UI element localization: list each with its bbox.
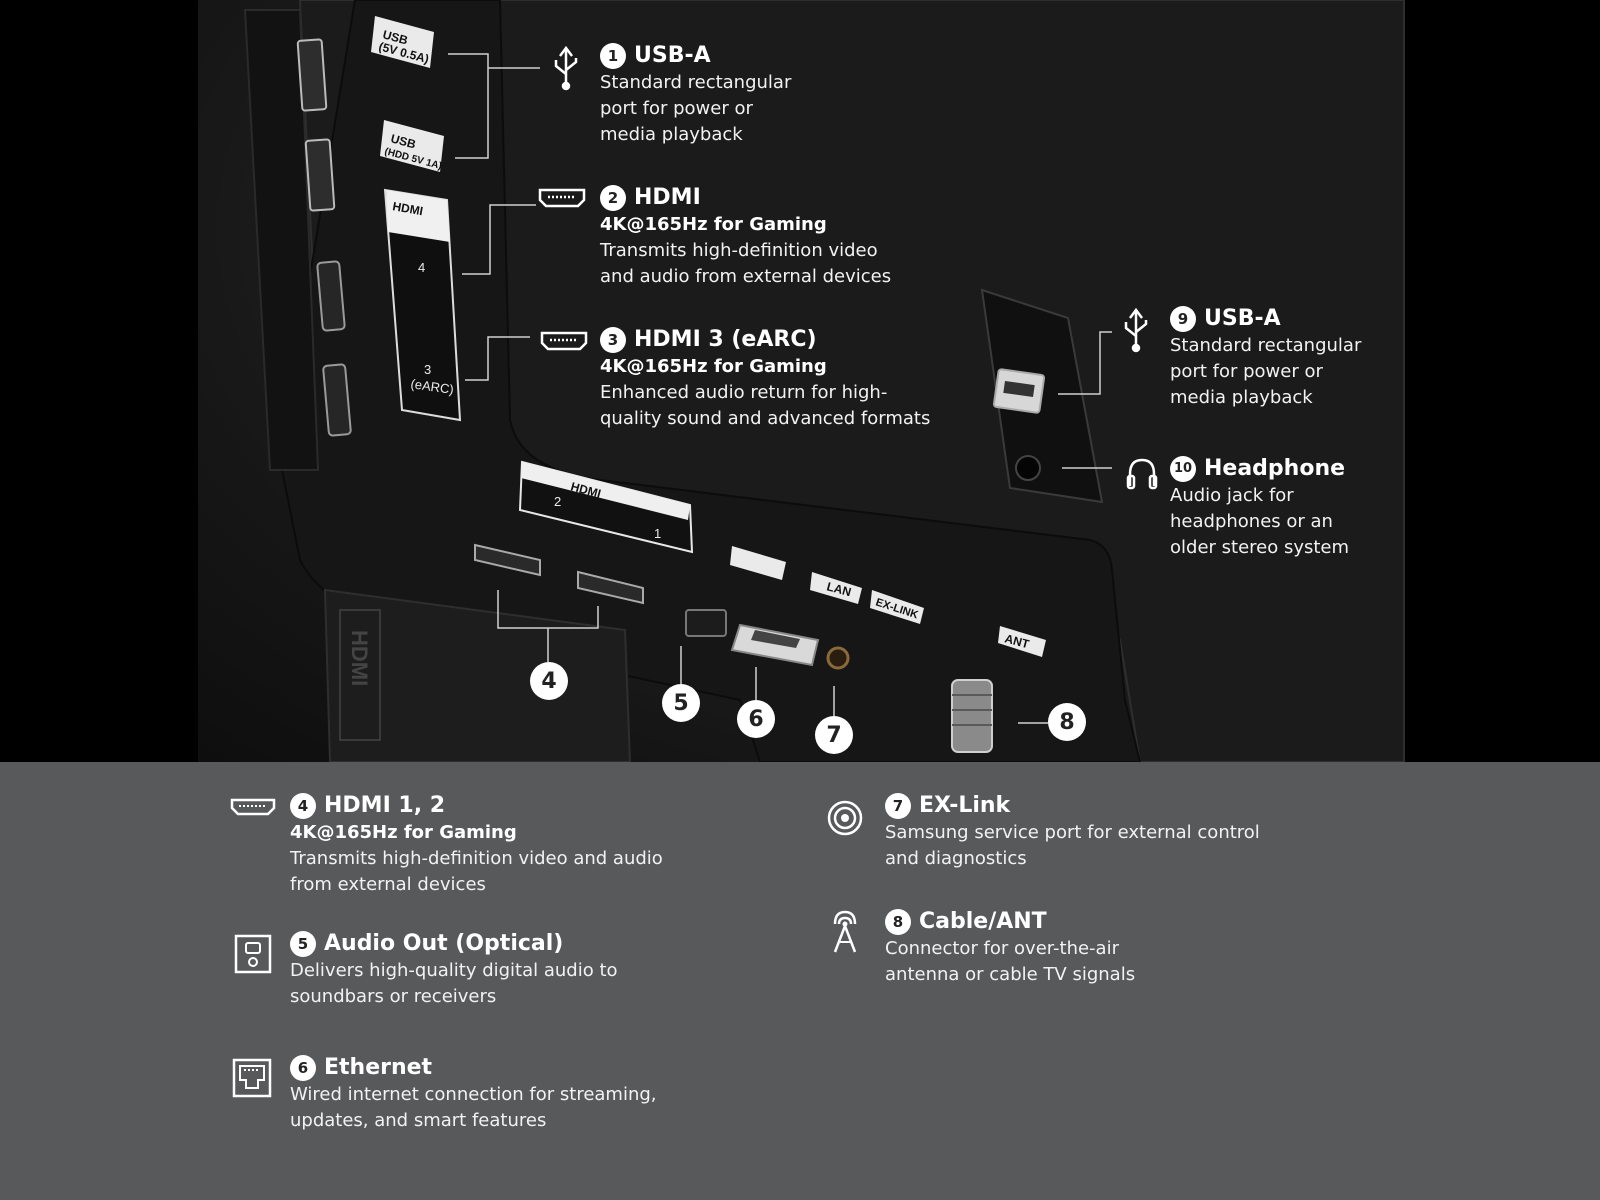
optical-label <box>730 546 786 580</box>
svg-text:2: 2 <box>554 494 561 509</box>
exlink-label <box>870 590 924 624</box>
sticker-hdmi-text: HDMI <box>347 630 372 686</box>
usb2-label <box>380 120 444 172</box>
headphone-jack <box>1015 455 1041 481</box>
port-number-7: 7 <box>815 716 853 754</box>
hdmi-port-1 <box>474 543 541 577</box>
port-number-6: 6 <box>737 700 775 738</box>
leader-3 <box>465 336 530 381</box>
usb-icon-1 <box>554 45 578 91</box>
lan-label <box>810 572 862 604</box>
exlink-jack <box>826 646 850 670</box>
headphone-icon <box>1126 458 1158 490</box>
hdmi-icon-3 <box>540 331 588 351</box>
optical-port <box>685 609 727 637</box>
hdmi4-label-text: 4 <box>418 260 425 275</box>
hdmi-icon-2 <box>538 188 586 208</box>
leader-1 <box>448 53 489 159</box>
ethernet-icon <box>232 1058 272 1098</box>
antenna-connector <box>951 679 993 753</box>
port-number-4: 4 <box>530 662 568 700</box>
callout-title: USB-A <box>634 43 711 68</box>
leader-2 <box>462 204 536 275</box>
legend-title: HDMI 1, 2 <box>324 793 446 818</box>
usb1-label <box>371 16 434 68</box>
ex-link-icon <box>827 800 863 836</box>
usb-icon-9 <box>1124 307 1148 353</box>
port-number-8: 8 <box>1048 703 1086 741</box>
usb-port-2 <box>304 138 336 212</box>
side-module <box>243 9 320 471</box>
usb1-label-text: USB <box>381 27 409 47</box>
callout-number: 1 <box>600 43 626 69</box>
hdmi3-label-text: 3 <box>424 362 431 377</box>
antenna-icon <box>833 910 857 953</box>
lan-label-text: LAN <box>825 579 852 599</box>
usb-port-1 <box>296 38 328 112</box>
leader-9 <box>1058 331 1112 395</box>
svg-text:(eARC): (eARC) <box>410 376 455 397</box>
callout-desc: Standard rectangular <box>600 72 792 93</box>
regulatory-sticker <box>323 588 632 762</box>
optical-audio-icon <box>234 934 272 974</box>
hdmi-port-2 <box>577 570 644 605</box>
port-diagram: USB (5V 0.5A) USB (HDD 5V 1A) HDMI HDMI … <box>243 0 1405 762</box>
hdmi-port-3 <box>322 363 352 437</box>
port-number-5: 5 <box>662 684 700 722</box>
svg-text:1: 1 <box>654 526 661 541</box>
usb2-label-text: USB <box>389 131 417 151</box>
ant-label <box>998 626 1046 657</box>
tv-rear-photo: USB (5V 0.5A) USB (HDD 5V 1A) HDMI HDMI … <box>198 0 1405 762</box>
ant-label-text: ANT <box>1003 631 1031 651</box>
hdmi-side-label-text: HDMI <box>391 199 424 218</box>
hdmi-icon <box>230 798 276 816</box>
hdmi-port-4 <box>316 260 346 332</box>
